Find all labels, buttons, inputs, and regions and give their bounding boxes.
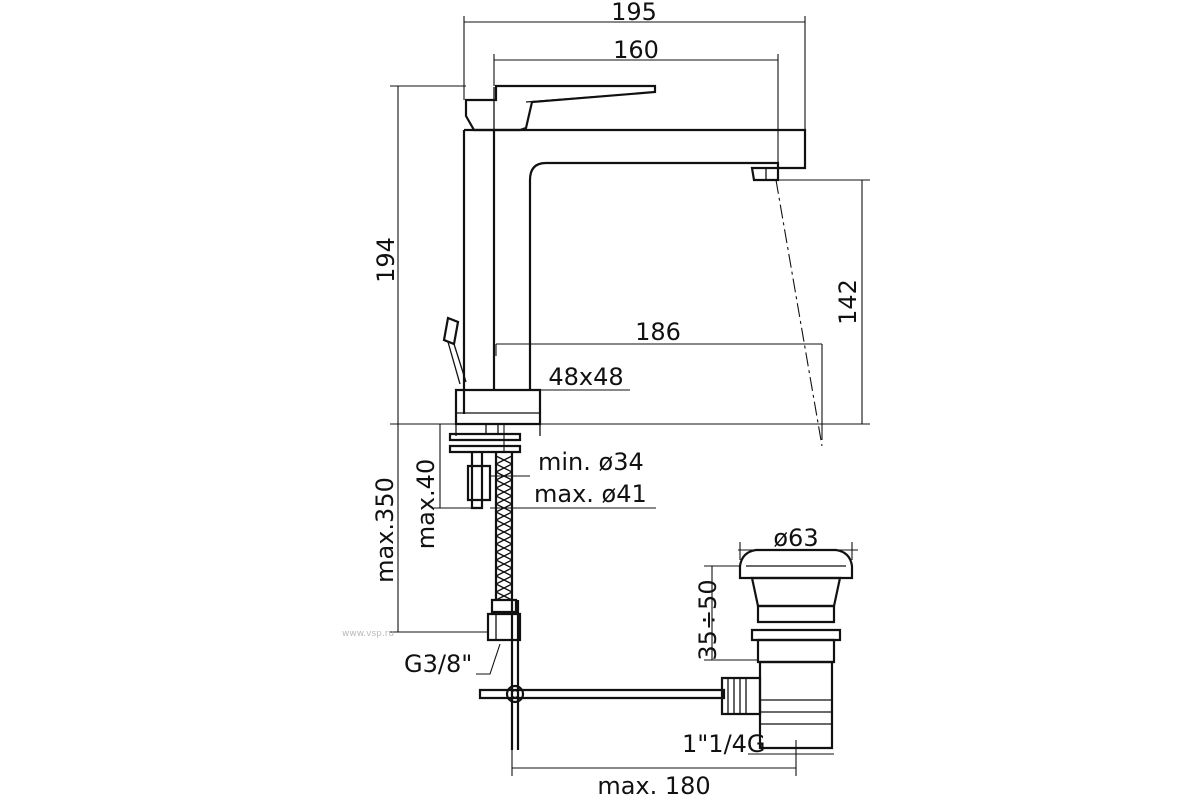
- label-total-width: 195: [611, 0, 657, 26]
- label-deck-thickness: max.40: [412, 459, 440, 549]
- label-hole-min: min. ø34: [538, 448, 644, 476]
- label-spout-height: 142: [834, 279, 862, 325]
- dimension-lines: [390, 16, 870, 776]
- label-rod-length: max. 180: [597, 772, 710, 800]
- label-hole-spacing: 186: [635, 318, 681, 346]
- faucet-body: [442, 84, 807, 426]
- label-waste-thread: 1"1/4G: [682, 730, 766, 758]
- label-waste-height: 35÷50: [694, 579, 722, 660]
- label-waste-diameter: ø63: [773, 524, 818, 552]
- watermark: www.vsp.ru: [342, 629, 394, 639]
- dimension-labels: 195 160 194 142 186 48x48 min. ø34 max. …: [342, 0, 862, 800]
- label-hose-length: max.350: [371, 477, 399, 583]
- label-body-section: 48x48: [548, 363, 623, 391]
- label-spout-reach: 160: [613, 36, 659, 64]
- label-total-height: 194: [372, 237, 400, 283]
- mounting-hardware: [448, 424, 541, 510]
- flexible-hose: [486, 452, 522, 642]
- water-stream-centerline: [775, 179, 823, 447]
- pop-up-waste: [720, 548, 854, 750]
- popup-rod: [478, 600, 726, 750]
- label-hose-thread: G3/8": [404, 650, 472, 678]
- label-hole-max: max. ø41: [534, 480, 647, 508]
